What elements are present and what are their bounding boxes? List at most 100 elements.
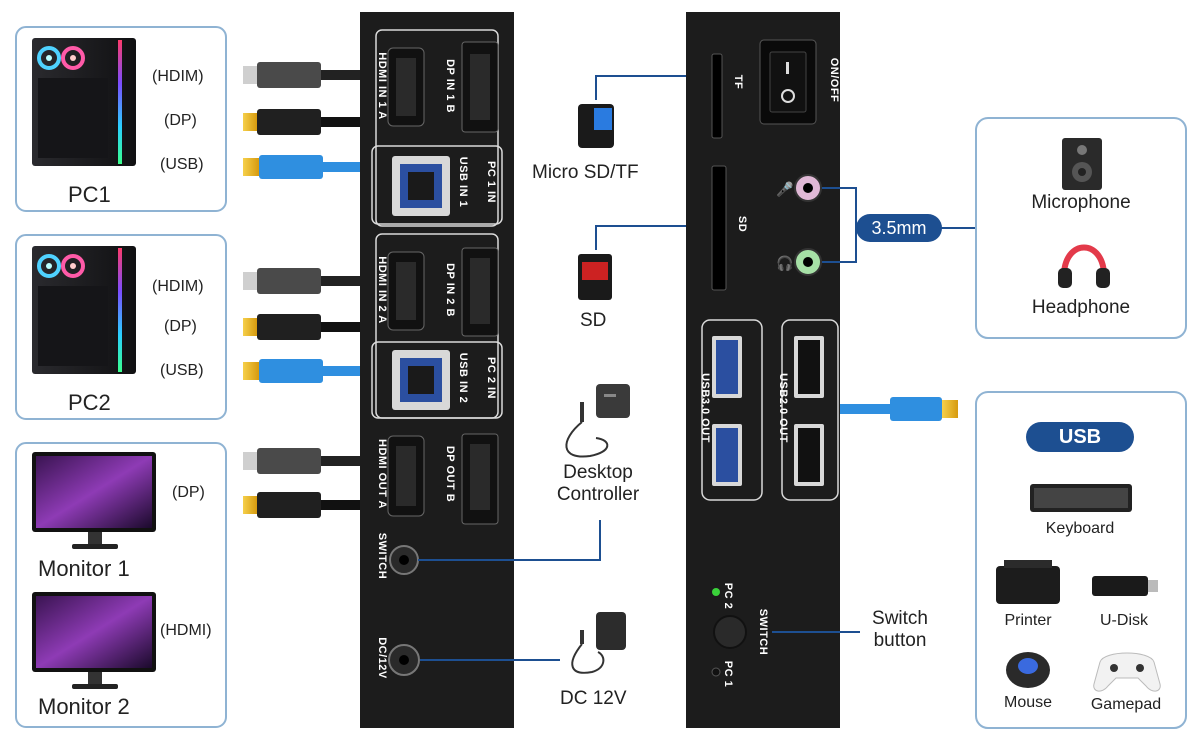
switch-button[interactable] [713, 615, 747, 649]
on-off-label: ON/OFF [828, 57, 840, 103]
gamepad-icon [1093, 652, 1161, 692]
usb-in-1-label: USB IN 1 [457, 156, 469, 208]
monitor-hdmi-cable [243, 448, 361, 474]
rear-switch-label: SWITCH [757, 608, 769, 656]
monitor2-icon [32, 592, 156, 689]
hdmi-out-a-port[interactable] [387, 435, 425, 517]
keyboard-label: Keyboard [1045, 520, 1115, 537]
pc1-hdmi-cable [243, 62, 361, 88]
pc1-tower-icon [32, 38, 136, 166]
tf-label: TF [732, 74, 744, 90]
pc1-dp-cable [243, 109, 361, 135]
keyboard-icon [1030, 484, 1132, 512]
monitor1-label: Monitor 1 [38, 556, 130, 581]
sd-card-icon [578, 254, 612, 300]
switch-port-label: SWITCH [376, 532, 388, 580]
printer-icon [996, 560, 1060, 604]
hdmi-in-2a-label: HDMI IN 2 A [376, 256, 388, 324]
pc2-in-label: PC 2 IN [485, 356, 497, 399]
power-switch[interactable] [759, 39, 817, 125]
audio-box [975, 117, 1187, 339]
dp-in-2b-label: DP IN 2 B [444, 263, 456, 317]
usb30-port-2[interactable] [712, 424, 742, 486]
headphone-icon [1058, 244, 1110, 288]
pc1-usb-label: (USB) [160, 156, 204, 173]
tf-slot[interactable] [711, 53, 723, 139]
sd-label: SD [580, 310, 607, 331]
speaker-icon [1062, 138, 1102, 190]
dc-12v-label: DC 12V [560, 688, 627, 709]
usb20-out-label: USB2.0 OUT [777, 373, 789, 443]
desktop-controller-icon [565, 384, 630, 458]
pc1-label: PC1 [68, 182, 111, 207]
micro-sd-label: Micro SD/TF [532, 162, 639, 183]
desktop-controller-label: Desktop Controller [538, 462, 658, 506]
pc2-hdmi-label: (HDIM) [152, 278, 204, 295]
usb-title-badge: USB [1026, 422, 1134, 452]
usb30-port-1[interactable] [712, 336, 742, 398]
switch-jack[interactable] [389, 545, 419, 575]
pc2-tower-icon [32, 246, 136, 374]
hdmi-in-1a-port[interactable] [387, 47, 425, 127]
switch-button-text: Switch button [872, 608, 928, 651]
desktop-controller-text: Desktop Controller [556, 462, 640, 505]
dp-out-b-port[interactable] [461, 433, 499, 525]
pc2-indicator-label: PC 2 [722, 582, 734, 610]
usb30-out-label: USB3.0 OUT [699, 373, 711, 443]
mouse-label: Mouse [1003, 694, 1053, 711]
usb20-port-1[interactable] [794, 336, 824, 398]
udisk-label: U-Disk [1100, 612, 1148, 629]
mic-jack[interactable] [794, 174, 822, 202]
dc12v-jack[interactable] [388, 644, 420, 676]
headphone-label: Headphone [1031, 297, 1131, 318]
udisk-icon [1092, 576, 1158, 596]
pc2-hdmi-cable [243, 268, 361, 294]
hdmi-in-2a-port[interactable] [387, 251, 425, 331]
usb-devices-box [975, 391, 1187, 729]
printer-label: Printer [1004, 612, 1052, 629]
dc12v-port-label: DC/12V [376, 637, 388, 679]
monitor2-cable-label: (HDMI) [160, 622, 212, 639]
hdmi-in-1a-label: HDMI IN 1 A [376, 52, 388, 120]
usb-in-2-port[interactable] [392, 350, 450, 410]
dp-out-b-label: DP OUT B [444, 445, 456, 503]
sd-slot[interactable] [711, 165, 727, 291]
pc2-dp-cable [243, 314, 361, 340]
pc2-usb-cable [243, 359, 361, 383]
monitor2-label: Monitor 2 [38, 694, 130, 719]
pc2-usb-label: (USB) [160, 362, 204, 379]
gamepad-label: Gamepad [1090, 696, 1162, 713]
pc1-led-icon [711, 667, 721, 677]
mic-symbol-icon: 🎤 [776, 180, 794, 198]
usb-in-2-label: USB IN 2 [457, 352, 469, 404]
usb-in-1-port[interactable] [392, 156, 450, 216]
monitor-dp-cable [243, 492, 361, 518]
mouse-icon [1006, 652, 1050, 688]
pc2-led-icon [712, 588, 720, 596]
dp-in-1b-label: DP IN 1 B [444, 59, 456, 113]
rear-sd-label: SD [736, 215, 748, 233]
headphone-jack[interactable] [794, 248, 822, 276]
micro-sd-card-icon [578, 104, 614, 148]
usb-out-cable [840, 397, 958, 421]
monitor1-cable-label: (DP) [172, 484, 205, 501]
microphone-label: Microphone [1031, 192, 1131, 213]
hdmi-out-a-label: HDMI OUT A [376, 439, 388, 509]
switch-button-label: Switch button [862, 608, 938, 652]
pc1-indicator-label: PC 1 [722, 660, 734, 688]
monitor1-icon [32, 452, 156, 549]
usb20-port-2[interactable] [794, 424, 824, 486]
dc-adapter-icon [571, 612, 626, 674]
3.5mm-connector-badge: 3.5mm [856, 214, 942, 242]
pc1-hdmi-label: (HDIM) [152, 68, 204, 85]
dp-in-2b-port[interactable] [461, 247, 499, 337]
pc1-in-label: PC 1 IN [485, 160, 497, 203]
pc2-label: PC2 [68, 390, 111, 415]
headphone-symbol-icon: 🎧 [776, 255, 793, 272]
pc2-dp-label: (DP) [164, 318, 197, 335]
dp-in-1b-port[interactable] [461, 41, 499, 133]
pc1-usb-cable [243, 155, 361, 179]
pc1-dp-label: (DP) [164, 112, 197, 129]
